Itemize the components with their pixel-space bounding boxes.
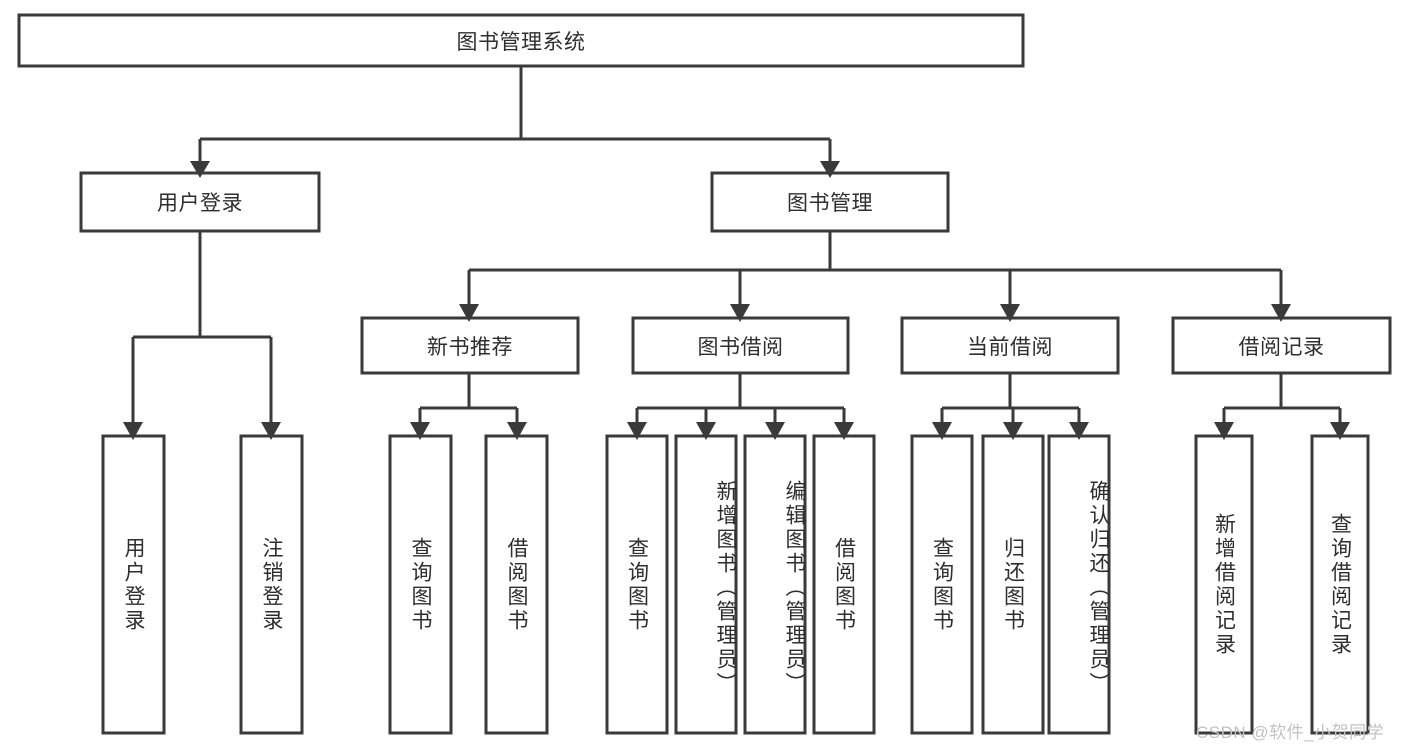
arrow-head-leaf-user-login: [123, 422, 143, 440]
connector-user-login-to-leaves: [131, 231, 273, 425]
arrow-head-borrow-record: [1271, 304, 1291, 322]
node-box-root[interactable]: [17, 13, 1025, 68]
node-box-leaf-confirm-return[interactable]: [1047, 434, 1111, 735]
connector-book-borrow-to-leaves: [635, 373, 846, 425]
arrow-head-leaf-query-book-2: [627, 422, 647, 440]
node-box-leaf-borrow-book-1[interactable]: [484, 434, 549, 735]
node-box-leaf-add-book[interactable]: [674, 434, 738, 735]
arrow-head-leaf-borrow-book-1: [507, 422, 527, 440]
node-box-leaf-user-logout[interactable]: [239, 434, 304, 735]
arrow-head-book-borrow: [730, 304, 750, 322]
node-box-leaf-query-book-3[interactable]: [910, 434, 974, 735]
arrow-head-leaf-add-book: [696, 422, 716, 440]
arrow-head-leaf-add-record: [1214, 422, 1234, 440]
node-box-new-book-recommend[interactable]: [360, 316, 580, 375]
arrow-head-leaf-query-book-1: [410, 422, 430, 440]
arrow-head-current-borrow: [1000, 304, 1020, 322]
connector-root-to-level2: [198, 66, 832, 163]
node-box-leaf-edit-book[interactable]: [743, 434, 807, 735]
node-box-borrow-record[interactable]: [1171, 316, 1392, 375]
arrow-head-leaf-edit-book: [765, 422, 785, 440]
node-box-leaf-user-login[interactable]: [101, 434, 166, 735]
arrow-head-leaf-user-logout: [261, 422, 281, 440]
connector-current-borrow-to-leaves: [940, 373, 1081, 425]
arrow-head-leaf-confirm-return: [1069, 422, 1089, 440]
connector-new-book-to-leaves: [418, 373, 519, 425]
node-box-leaf-add-record[interactable]: [1194, 434, 1254, 735]
arrow-head-user-login: [190, 161, 210, 178]
node-box-leaf-query-record[interactable]: [1310, 434, 1370, 735]
node-box-book-management[interactable]: [710, 171, 950, 233]
node-box-book-borrow[interactable]: [631, 316, 850, 375]
connector-book-management-to-level3: [467, 231, 1283, 307]
arrow-head-leaf-query-book-3: [932, 422, 952, 440]
node-box-leaf-borrow-book-2[interactable]: [812, 434, 876, 735]
node-box-current-borrow[interactable]: [900, 316, 1120, 375]
connector-borrow-record-to-leaves: [1222, 373, 1342, 425]
arrow-head-leaf-borrow-book-2: [834, 422, 854, 440]
arrow-head-book-management: [820, 161, 840, 178]
arrow-head-leaf-return-book: [1003, 422, 1023, 440]
csdn-watermark: CSDN @软件_小贺同学: [1196, 723, 1385, 742]
arrow-head-new-book-recommend: [459, 304, 479, 322]
arrow-head-leaf-query-record: [1330, 422, 1350, 440]
node-box-leaf-return-book[interactable]: [981, 434, 1045, 735]
node-box-leaf-query-book-1[interactable]: [388, 434, 453, 735]
node-box-leaf-query-book-2[interactable]: [605, 434, 669, 735]
node-box-user-login[interactable]: [79, 171, 321, 233]
